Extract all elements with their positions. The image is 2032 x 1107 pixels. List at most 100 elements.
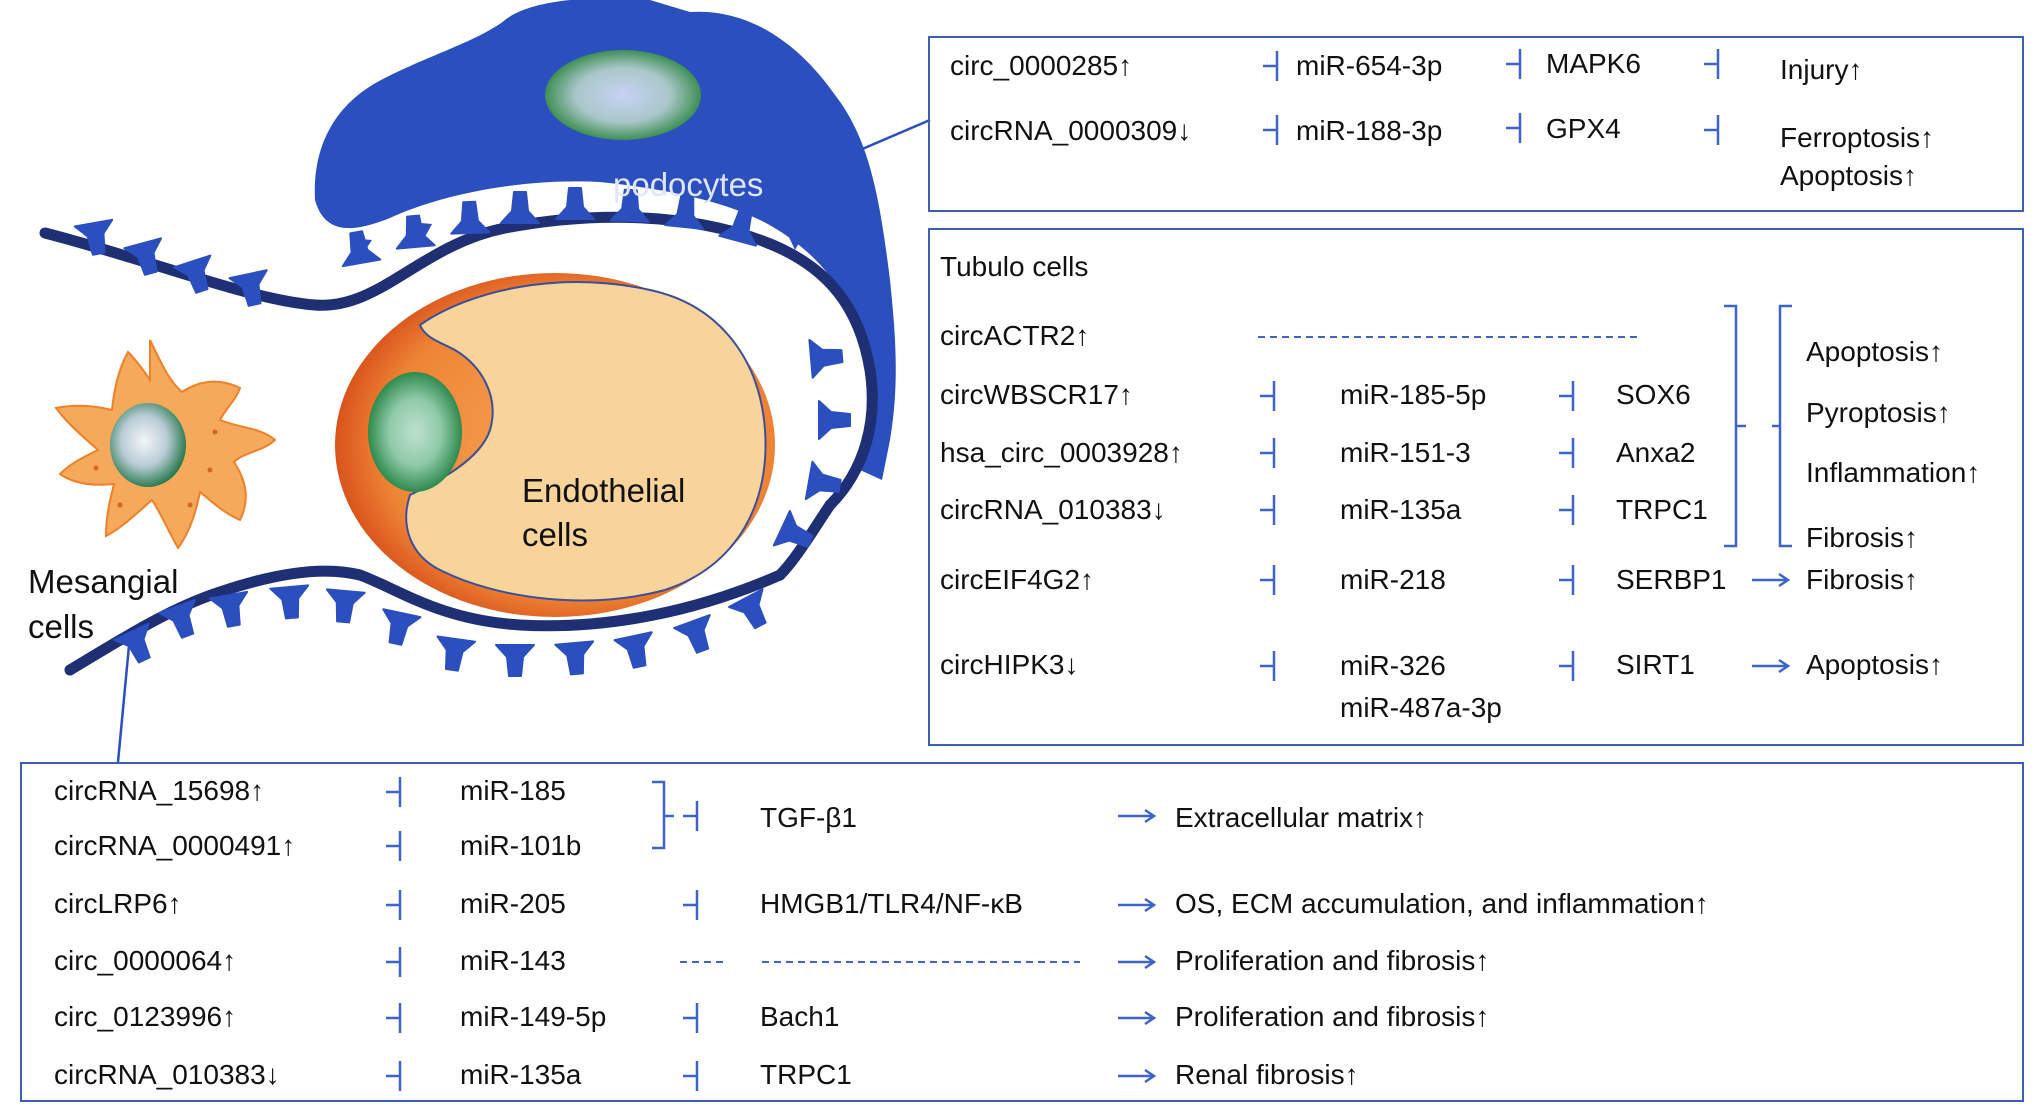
pod-circ-1: circ_0000285↑ [950,50,1133,81]
activation-arrow [1118,808,1157,824]
mes-mir-5: miR-135a [460,1059,582,1090]
pod-outcome-2b: Apoptosis↑ [1780,160,1917,191]
podocyte-body [314,0,896,480]
mesangial-connector [116,634,132,763]
tub-group-outcome-0: Apoptosis↑ [1806,336,1943,367]
tub-group-outcome-3: Fibrosis↑ [1806,522,1919,553]
inhibition-symbol [1260,651,1276,681]
mes-circ-5: circRNA_010383↓ [54,1059,280,1090]
inhibition-symbol [1506,113,1522,143]
mes-circ-3: circ_0000064↑ [54,945,237,976]
tub-circ-2: hsa_circ_0003928↑ [940,437,1183,468]
mes-mir-4: miR-149-5p [460,1001,607,1032]
inhibition-symbol [1559,651,1575,681]
tub-mir2-5: miR-487a-3p [1340,692,1502,723]
tubulo-panel [928,228,2024,746]
mes-target-5: TRPC1 [760,1059,852,1090]
tubulo-title: Tubulo cells [940,251,1089,282]
mes-circ-0: circRNA_15698↑ [54,775,265,806]
mes-mir-0: miR-185 [460,775,566,806]
inhibition-symbol [386,831,402,861]
inhibition-symbol [1704,49,1720,79]
inhibition-symbol [1559,438,1575,468]
podocyte-connector [789,118,931,182]
inhibition-symbol [1704,115,1720,145]
mes-circ-1: circRNA_0000491↑ [54,830,296,861]
tub-group-outcome-1: Pyroptosis↑ [1806,397,1951,428]
label-mesangial: Mesangial [28,563,179,600]
tub-target-2: Anxa2 [1616,437,1696,468]
label-endothelial: Endothelial [522,472,686,509]
pod-target-2: GPX4 [1546,113,1621,144]
tub-mir-3: miR-135a [1340,494,1462,525]
inhibition-symbol [1559,565,1575,595]
mes-outcome-2: OS, ECM accumulation, and inflammation↑ [1175,888,1709,919]
tub-mir-4: miR-218 [1340,564,1446,595]
mes-outcome-5: Renal fibrosis↑ [1175,1059,1359,1090]
endothelial-cytoplasm [405,281,767,602]
pod-circ-2: circRNA_0000309↓ [950,115,1192,146]
inhibition-symbol [1559,495,1575,525]
tgf-bracket [652,780,674,850]
mes-outcome-3: Proliferation and fibrosis↑ [1175,945,1490,976]
tub-outcome-4: Fibrosis↑ [1806,564,1919,595]
pod-outcome-1: Injury↑ [1780,54,1863,85]
mes-target-2: HMGB1/TLR4/NF-κB [760,888,1023,919]
inhibition-symbol [1559,381,1575,411]
activation-arrow [1752,572,1791,588]
activation-arrow [1752,658,1791,674]
pod-target-1: MAPK6 [1546,48,1641,79]
inhibition-symbol [386,947,402,977]
mes-mir-2: miR-205 [460,888,566,919]
tub-mir-1: miR-185-5p [1340,379,1487,410]
mes-shared-outcome: Extracellular matrix↑ [1175,802,1428,833]
inhibition-symbol [386,1003,402,1033]
tub-target-3: TRPC1 [1616,494,1708,525]
inhibition-symbol [1263,51,1279,81]
label-endothelial-2: cells [522,516,589,553]
inhibition-symbol [1260,381,1276,411]
group-bracket-right [1724,304,1746,548]
inhibition-symbol [386,1061,402,1091]
mesangial-panel [20,762,2024,1102]
panel-connectors [386,49,1792,1091]
activation-arrow [1118,954,1157,970]
inhibition-symbol [683,1003,699,1033]
inhibition-symbol [1506,49,1522,79]
activation-arrow [1118,897,1157,913]
endothelial-nucleus [368,372,462,492]
mes-target-4: Bach1 [760,1001,840,1032]
tub-group-outcome-2: Inflammation↑ [1806,457,1981,488]
tub-target-5: SIRT1 [1616,649,1695,680]
tub-circ-0: circACTR2↑ [940,320,1090,351]
podocyte-nucleus [545,50,701,140]
inhibition-symbol [386,777,402,807]
tub-mir-5: miR-326 [1340,650,1446,681]
tub-mir-2: miR-151-3 [1340,437,1471,468]
inhibition-symbol [683,801,699,831]
mes-circ-4: circ_0123996↑ [54,1001,237,1032]
pod-outcome-2a: Ferroptosis↑ [1780,122,1935,153]
tub-target-4: SERBP1 [1616,564,1727,595]
mes-mir-1: miR-101b [460,830,582,861]
tub-circ-4: circEIF4G2↑ [940,564,1095,595]
inhibition-symbol [683,890,699,920]
tub-circ-3: circRNA_010383↓ [940,494,1166,525]
inhibition-symbol [1260,438,1276,468]
group-bracket-left [1772,304,1792,548]
inhibition-symbol [1263,115,1279,145]
podocyte-panel [928,36,2024,212]
mes-outcome-4: Proliferation and fibrosis↑ [1175,1001,1490,1032]
inhibition-symbol [1260,495,1276,525]
inhibition-symbol [683,1061,699,1091]
mes-circ-2: circLRP6↑ [54,888,182,919]
tub-circ-5: circHIPK3↓ [940,649,1079,680]
mes-mir-3: miR-143 [460,945,566,976]
inhibition-symbol [1260,565,1276,595]
inhibition-symbol [386,890,402,920]
mesangial-nucleus [110,403,186,487]
tub-outcome-5: Apoptosis↑ [1806,649,1943,680]
activation-arrow [1118,1010,1157,1026]
upper-membrane [39,211,878,511]
